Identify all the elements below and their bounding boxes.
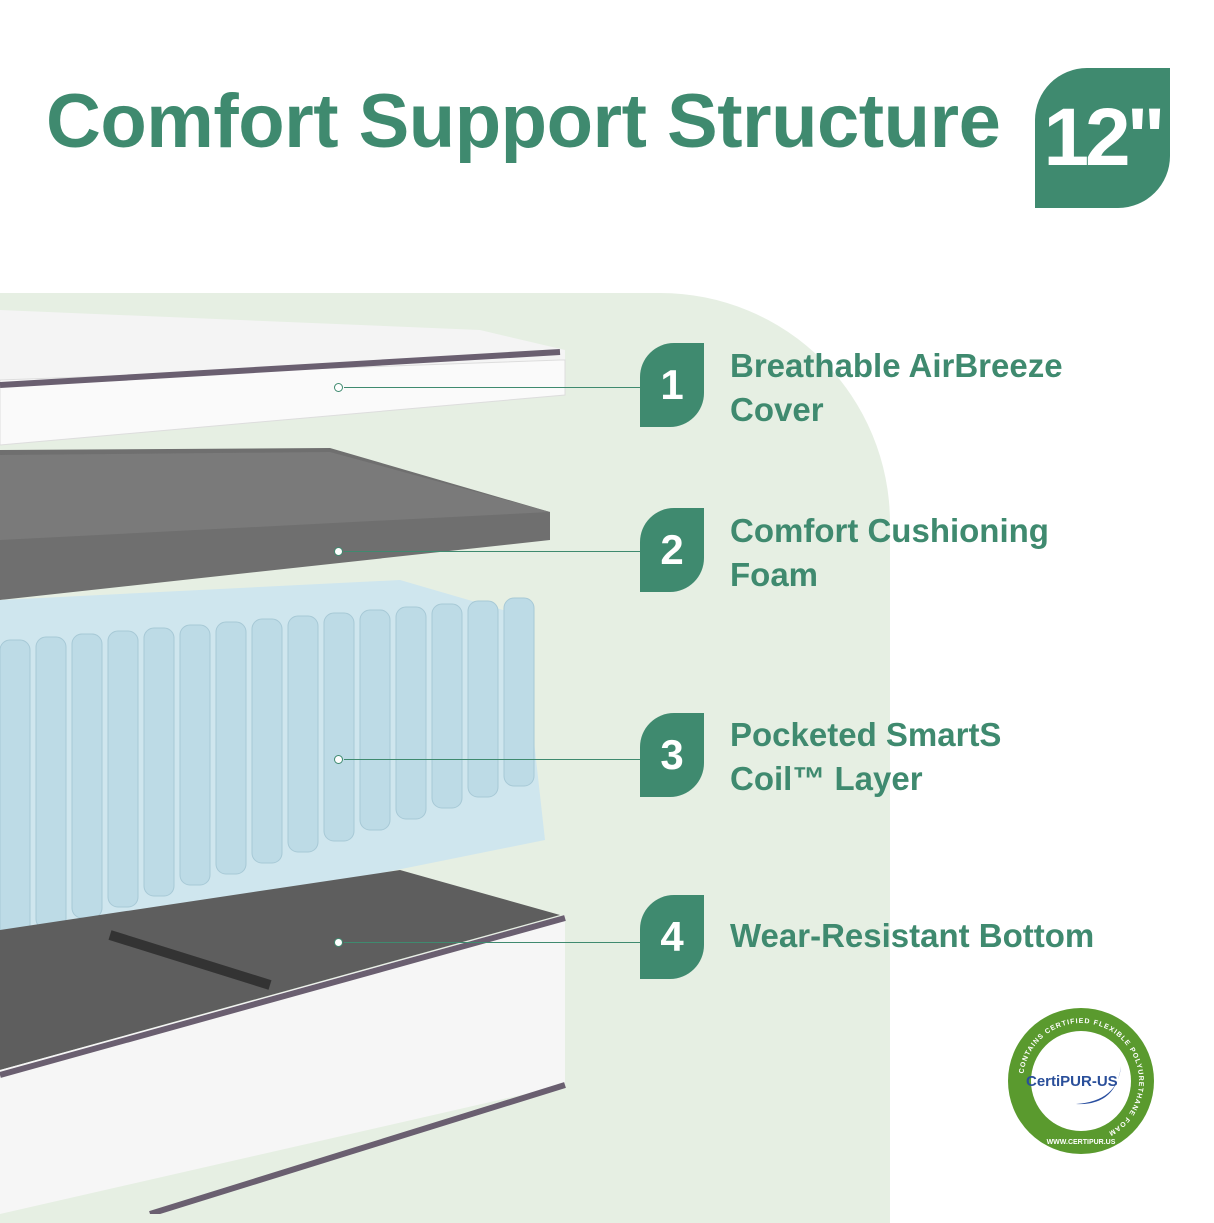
callout-line [344, 942, 640, 943]
layer-label: Breathable AirBreeze Cover [730, 347, 1063, 428]
coil-pocket [215, 621, 247, 875]
foam-layer [0, 448, 550, 600]
coil-pocket [0, 639, 31, 941]
coil-pocket [35, 636, 67, 930]
coil-layer [0, 580, 545, 950]
coil-pocket [323, 612, 355, 842]
mattress-layers-illustration [0, 310, 566, 1214]
certipur-us-logo: CONTAINS CERTIFIED FLEXIBLE POLYURETHANE… [1008, 1008, 1154, 1154]
layer-number-badge: 3 [640, 713, 704, 797]
coil-pocket [251, 618, 283, 864]
layer-number-badge: 1 [640, 343, 704, 427]
thickness-badge: 12" [1035, 68, 1170, 208]
callout-dot [334, 755, 343, 764]
callout-dot [334, 938, 343, 947]
coil-pocket [395, 606, 427, 820]
page-title: Comfort Support Structure [46, 79, 1001, 164]
coil-pocket [287, 615, 319, 853]
callout-line [344, 387, 640, 388]
layer-number-badge: 4 [640, 895, 704, 979]
callout-dot [334, 383, 343, 392]
coil-pocket [359, 609, 391, 831]
cover-layer [0, 310, 566, 446]
svg-text:WWW.CERTIPUR.US: WWW.CERTIPUR.US [1047, 1139, 1116, 1146]
coil-pocket [503, 597, 535, 787]
svg-text:CertiPUR-US: CertiPUR-US [1026, 1073, 1118, 1090]
callout-dot [334, 547, 343, 556]
callout-line [344, 551, 640, 552]
layer-label: Wear-Resistant Bottom [730, 917, 1095, 954]
layer-number-badge: 2 [640, 508, 704, 592]
bottom-layer [0, 870, 566, 1214]
layer-label: Pocketed SmartS Coil™ Layer [730, 716, 1002, 797]
coil-pocket [467, 600, 499, 798]
callout-line [344, 759, 640, 760]
coil-pocket [179, 624, 211, 886]
layer-label: Comfort Cushioning Foam [730, 512, 1049, 593]
coil-pocket [431, 603, 463, 809]
coil-pocket [71, 633, 103, 919]
coil-pocket [143, 627, 175, 897]
coil-pocket [107, 630, 139, 908]
